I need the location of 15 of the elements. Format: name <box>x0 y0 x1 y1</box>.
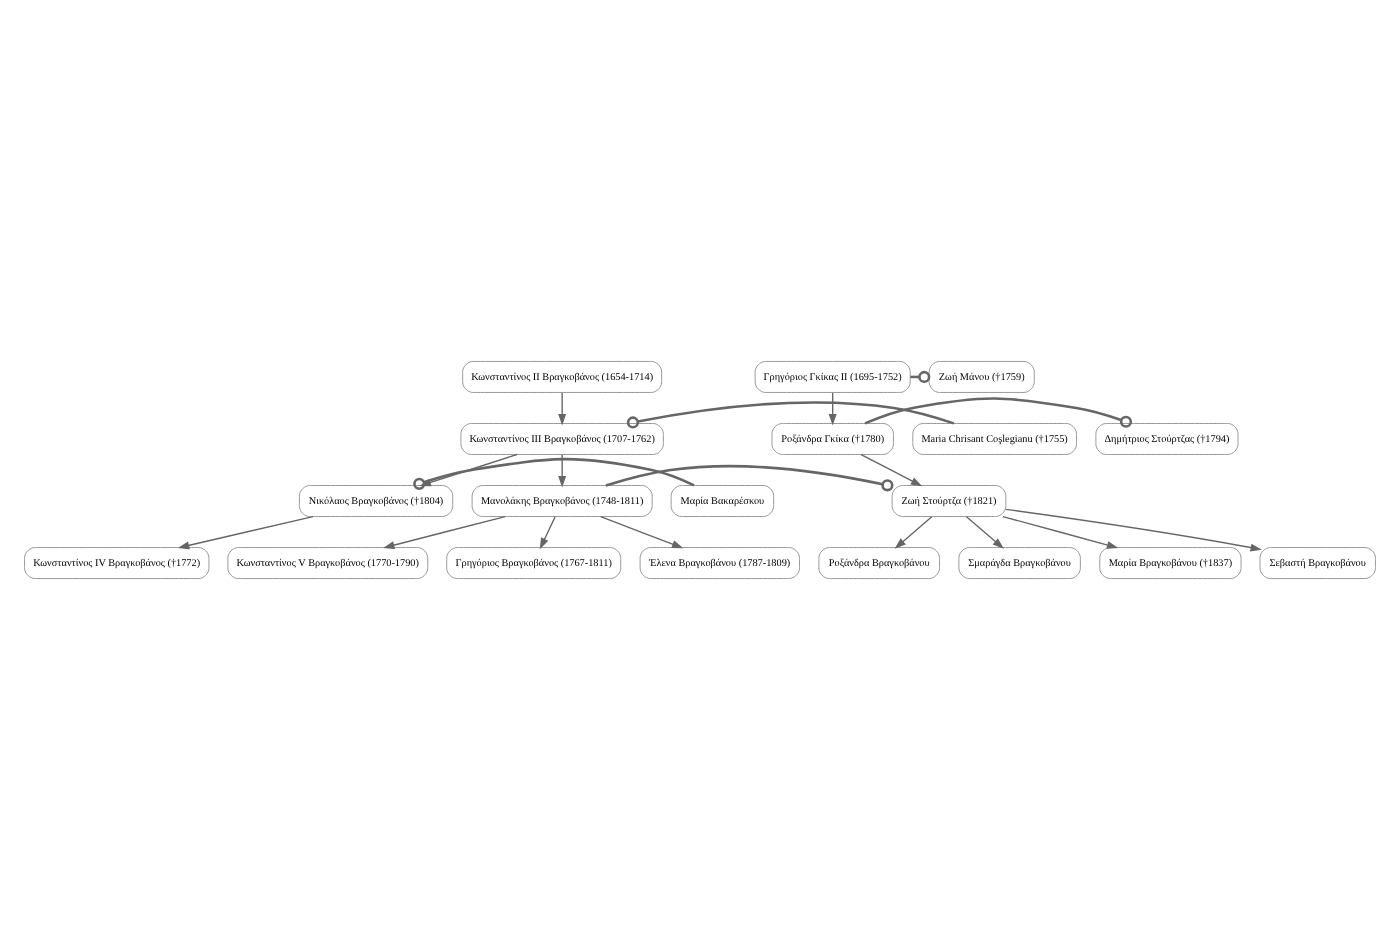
connector <box>626 400 955 428</box>
arrow <box>539 515 556 549</box>
arrow <box>177 514 314 549</box>
connector <box>605 464 894 491</box>
connector <box>864 396 1133 427</box>
arrow <box>558 391 567 425</box>
arrow <box>894 515 933 548</box>
arrow <box>1005 507 1262 551</box>
arrow <box>558 453 567 487</box>
arrow <box>860 452 923 486</box>
arrow <box>383 514 506 548</box>
arrow <box>828 391 837 425</box>
arrow <box>1002 514 1119 548</box>
arrow <box>600 514 684 548</box>
arrow <box>965 515 1004 548</box>
